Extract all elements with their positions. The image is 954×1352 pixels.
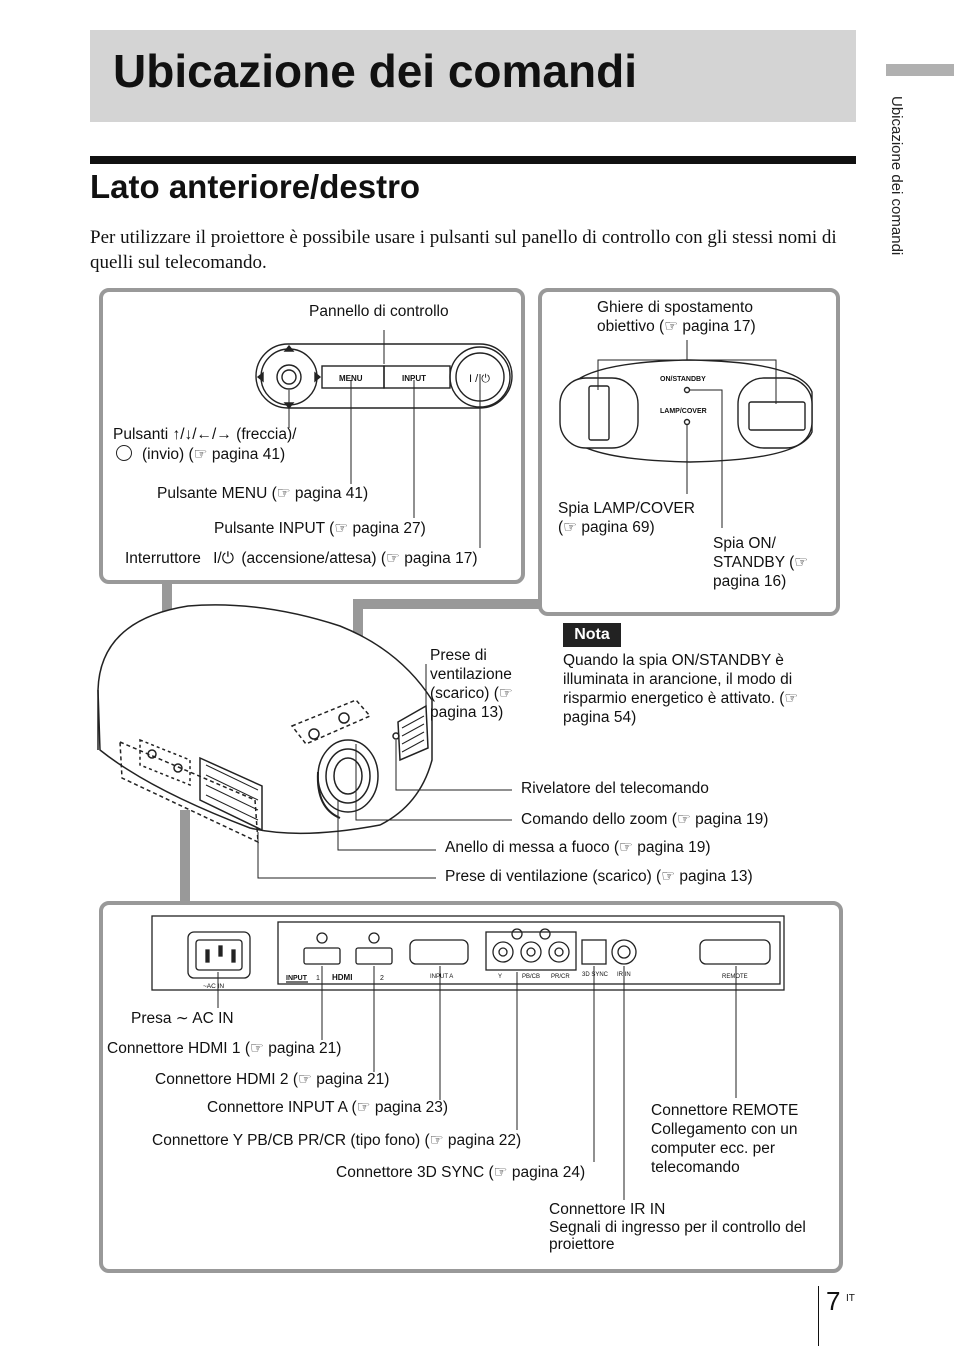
power-icon: I/⏻ <box>213 550 234 567</box>
enter-icon <box>116 445 132 461</box>
lens-panel-box <box>538 288 840 616</box>
side-tab <box>886 64 954 76</box>
lamp-cover-key-text: LAMP/COVER <box>660 408 707 415</box>
side-label: Ubicazione dei comandi <box>888 96 905 256</box>
zoom-label: Comando dello zoom (☞ pagina 19) <box>521 811 769 828</box>
menu-button-label: Pulsante MENU (☞ pagina 41) <box>157 485 369 502</box>
ir-label: Connettore IR IN <box>549 1201 666 1218</box>
intro-paragraph: Per utilizzare il proiettore è possibile… <box>90 227 837 273</box>
lamp-label: Spia LAMP/COVER (☞ pagina 69) <box>558 500 695 536</box>
input-a-key-text: INPUT A <box>430 974 453 980</box>
projector-drawing <box>97 604 433 844</box>
ir-desc: Segnali di ingresso per il controllo del… <box>549 1219 806 1253</box>
sync-key-text: 3D SYNC <box>582 972 609 978</box>
rear-panel-leaders <box>217 966 737 1200</box>
on-standby-key-text: ON/STANDBY <box>660 376 706 383</box>
input-key-rear: INPUT <box>286 975 308 982</box>
connector-bar-left-bottom <box>180 810 190 904</box>
power-key-glyph: I / ⏻ <box>469 373 490 385</box>
control-panel-leaders <box>288 330 481 548</box>
page-title: Ubicazione dei comandi <box>113 45 637 97</box>
remote-sensor-label: Rivelatore del telecomando <box>521 780 709 797</box>
title-band <box>90 30 856 122</box>
ir-key-text: IR IN <box>617 972 631 978</box>
ac-in-label: Presa ∼ AC IN <box>131 1010 234 1027</box>
input-button-label: Pulsante INPUT (☞ pagina 27) <box>214 520 426 537</box>
menu-key-text: MENU <box>339 374 363 383</box>
rear-panel-box <box>99 901 843 1273</box>
hdmi1-label: Connettore HDMI 1 (☞ pagina 21) <box>107 1040 342 1057</box>
y-key-text: Y <box>498 974 502 980</box>
vent-bottom-label: Prese di ventilazione (scarico) (☞ pagin… <box>445 868 753 885</box>
lens-panel-drawing <box>559 359 813 463</box>
power-label-b: (accensione/attesa) (☞ pagina 17) <box>241 550 478 567</box>
ypbpr-label: Connettore Y PB/CB PR/CR (tipo fono) (☞ … <box>152 1132 522 1149</box>
control-panel-box <box>99 288 525 584</box>
panel-label: Pannello di controllo <box>309 303 449 320</box>
hdmi-key-text: HDMI <box>332 973 352 982</box>
enter-row: (invio) (☞ pagina 41) <box>116 445 285 464</box>
input-a-label: Connettore INPUT A (☞ pagina 23) <box>207 1099 449 1116</box>
hdmi2-num: 2 <box>380 975 384 982</box>
page-number: 7 <box>826 1286 841 1316</box>
pb-key-text: PB/CB <box>522 974 540 980</box>
projector-leaders <box>257 664 512 879</box>
focus-label: Anello di messa a fuoco (☞ pagina 19) <box>445 839 711 856</box>
power-label-a: Interruttore <box>125 550 201 567</box>
input-key-text: INPUT <box>402 374 426 383</box>
on-standby-label: Spia ON/ STANDBY (☞ pagina 16) <box>713 535 809 590</box>
lens-panel-leaders <box>597 340 777 528</box>
vent-top-label: Prese di ventilazione (scarico) (☞ pagin… <box>430 647 513 721</box>
nota-badge: Nota <box>563 623 621 647</box>
ring-label: Ghiere di spostamento obiettivo (☞ pagin… <box>597 299 756 335</box>
rear-panel-drawing <box>151 915 785 991</box>
ac-in-key-text: ~AC IN <box>203 983 224 990</box>
nota-text: Quando la spia ON/STANDBY è illuminata i… <box>563 652 799 726</box>
page-suffix: IT <box>846 1293 855 1304</box>
section-title: Lato anteriore/destro <box>90 168 421 205</box>
pr-key-text: PR/CR <box>551 974 570 980</box>
remote-label: Connettore REMOTE Collegamento con un co… <box>651 1102 799 1176</box>
section-rule <box>90 156 856 164</box>
arrows-label: Pulsanti ↑/↓/←/→ (freccia)/ <box>113 426 297 443</box>
enter-label: (invio) (☞ pagina 41) <box>142 446 286 463</box>
power-row: Interruttore I/⏻ (accensione/attesa) (☞ … <box>125 549 478 568</box>
page-number-bar <box>818 1286 819 1346</box>
hdmi2-label: Connettore HDMI 2 (☞ pagina 21) <box>155 1071 390 1088</box>
hdmi1-num: 1 <box>316 975 320 982</box>
remote-key-text: REMOTE <box>722 974 748 980</box>
sync-label: Connettore 3D SYNC (☞ pagina 24) <box>336 1164 586 1181</box>
